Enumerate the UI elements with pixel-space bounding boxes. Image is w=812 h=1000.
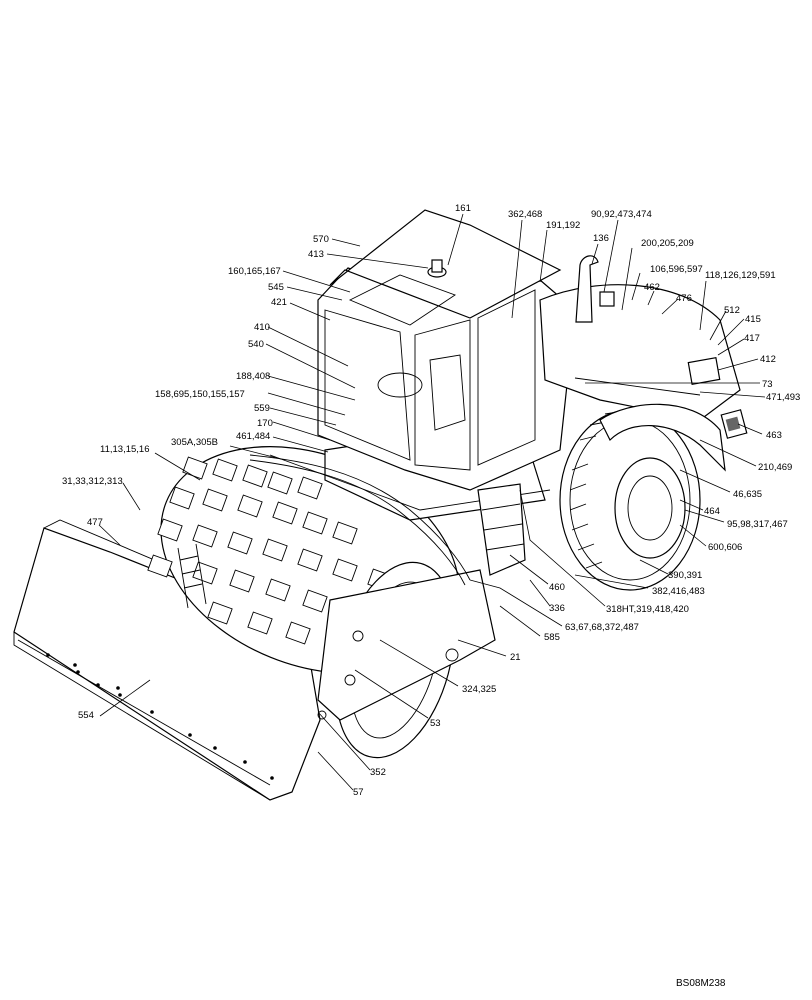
callout-label: 57 xyxy=(353,787,364,798)
callout-label: 305A,305B xyxy=(171,437,218,448)
callout-label: 46,635 xyxy=(733,489,762,500)
callout-label: 600,606 xyxy=(708,542,742,553)
callout-label: 21 xyxy=(510,652,521,663)
callout-label: 382,416,483 xyxy=(652,586,705,597)
callouts: 161 362,468 90,92,473,474 570 191,192 13… xyxy=(62,203,800,798)
callout-label: 559 xyxy=(254,403,270,414)
callout-label: 390,391 xyxy=(668,570,702,581)
callout-label: 31,33,312,313 xyxy=(62,476,123,487)
callout-label: 210,469 xyxy=(758,462,792,473)
callout-label: 464 xyxy=(704,506,720,517)
callout-label: 585 xyxy=(544,632,560,643)
callout-label: 95,98,317,467 xyxy=(727,519,788,530)
callout-label: 412 xyxy=(760,354,776,365)
callout-label: 118,126,129,591 xyxy=(705,270,776,281)
callout-label: 63,67,68,372,487 xyxy=(565,622,639,633)
callout-label: 336 xyxy=(549,603,565,614)
drawing-code: BS08M238 xyxy=(676,978,726,989)
callout-label: 352 xyxy=(370,767,386,778)
callout-label: 90,92,473,474 xyxy=(591,209,652,220)
callout-label: 415 xyxy=(745,314,761,325)
callout-label: 324,325 xyxy=(462,684,496,695)
callout-label: 462 xyxy=(644,282,660,293)
callout-label: 160,165,167 xyxy=(228,266,281,277)
callout-label: 471,493 xyxy=(766,392,800,403)
callout-label: 158,695,150,155,157 xyxy=(155,389,245,400)
callout-label: 11,13,15,16 xyxy=(100,444,149,455)
callout-label: 540 xyxy=(248,339,264,350)
leader-lines xyxy=(98,213,766,791)
callout-label: 318HT,319,418,420 xyxy=(606,604,689,615)
callout-label: 476 xyxy=(676,293,692,304)
callout-label: 136 xyxy=(593,233,609,244)
callout-label: 554 xyxy=(78,710,94,721)
callout-label: 73 xyxy=(762,379,773,390)
machine-drawing xyxy=(13,209,748,801)
callout-label: 460 xyxy=(549,582,565,593)
callout-label: 362,468 xyxy=(508,209,542,220)
callout-label: 477 xyxy=(87,517,103,528)
callout-label: 413 xyxy=(308,249,324,260)
callout-label: 417 xyxy=(744,333,760,344)
callout-label: 463 xyxy=(766,430,782,441)
callout-label: 570 xyxy=(313,234,329,245)
callout-label: 200,205,209 xyxy=(641,238,694,249)
callout-label: 170 xyxy=(257,418,273,429)
callout-label: 161 xyxy=(455,203,471,214)
callout-label: 512 xyxy=(724,305,740,316)
callout-label: 461,484 xyxy=(236,431,270,442)
callout-label: 188,408 xyxy=(236,371,270,382)
callout-label: 53 xyxy=(430,718,441,729)
callout-label: 545 xyxy=(268,282,284,293)
callout-label: 191,192 xyxy=(546,220,580,231)
callout-label: 410 xyxy=(254,322,270,333)
callout-label: 106,596,597 xyxy=(650,264,703,275)
callout-label: 421 xyxy=(271,297,287,308)
